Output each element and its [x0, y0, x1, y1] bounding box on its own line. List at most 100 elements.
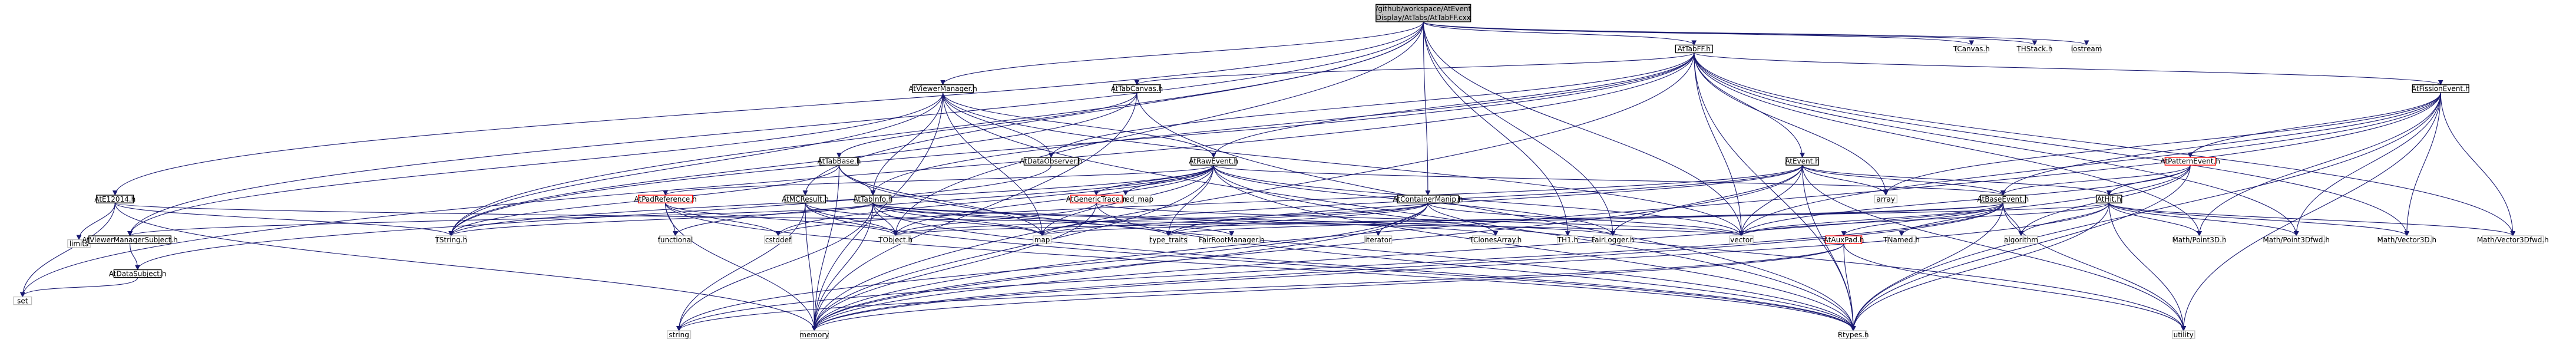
edge-root-to-tcanvas: [1423, 21, 1974, 46]
node-label: TClonesArray.h: [1469, 236, 1522, 244]
node-atauxpad[interactable]: AtAuxPad.h: [1824, 235, 1864, 244]
node-box: [854, 195, 892, 203]
node-limits: limits: [67, 239, 91, 248]
node-box: [2004, 235, 2038, 244]
node-label: AtTabCanvas.h: [1111, 85, 1163, 93]
edge-attabinfo-to-tstring: [448, 202, 874, 236]
node-label: TString.h: [435, 236, 468, 244]
edge-atauxpad-to-rtypes: [1843, 243, 1856, 331]
node-label: AtE12014.h: [94, 195, 135, 203]
edge-athit-to-utility: [2108, 203, 2187, 331]
edge-atfissionevent-to-mathpoint3d: [2197, 92, 2441, 236]
node-box: [912, 84, 974, 93]
node-atfissionevent[interactable]: AtFissionEvent.h: [2412, 84, 2470, 93]
edge-atcontainermanip-to-string: [676, 203, 1428, 331]
edge-atrawevent-to-memory: [812, 165, 1214, 331]
node-utility: utility: [2171, 330, 2195, 339]
node-athit[interactable]: AtHit.h: [2096, 195, 2122, 203]
edge-attabcanvas-to-tstring: [448, 92, 1137, 236]
node-cstddef: cstddef: [764, 235, 792, 244]
edge-atgenerictrace-to-vector: [1096, 202, 1744, 236]
node-atpadreference[interactable]: AtPadReference.h: [634, 195, 697, 203]
edge-atpadreference-to-rtypes: [665, 203, 1856, 331]
node-label: Math/Point3D.h: [2172, 236, 2226, 244]
edge-attabinfo-to-type_traits: [872, 202, 1171, 236]
edge-attabff-to-set: [20, 52, 1695, 298]
edge-atcontainermanip-to-tclonesarray: [1427, 203, 1499, 236]
node-tstring: TString.h: [435, 235, 468, 244]
node-mathvector3dfwd: Math/Vector3Dfwd.h: [2477, 235, 2549, 244]
node-box: [819, 157, 859, 166]
edge-atviewermanager-to-atdataobserver: [943, 92, 1054, 158]
dependency-nodes: /github/workspace/AtEventDisplay/AtTabs/…: [13, 4, 2549, 339]
node-atdatasubject[interactable]: AtDataSubject.h: [109, 269, 167, 278]
node-atviewermanagersubject[interactable]: AtViewerManagerSubject.h: [82, 235, 178, 244]
edge-attabff-to-rtypes: [1694, 52, 1856, 331]
edge-atevent-to-utility: [1802, 165, 2187, 331]
node-label: TH1.h: [1557, 236, 1578, 244]
edge-attabff-to-mathpoint3d: [1694, 52, 2202, 236]
edge-atrawevent-to-rtypes: [1213, 165, 1856, 331]
edge-atfissionevent-to-vector: [1738, 92, 2441, 236]
edge-atpadreference-to-memory: [665, 203, 817, 331]
node-label: functional: [658, 236, 693, 244]
node-label: FairRootManager.h: [1199, 236, 1265, 244]
edge-atgenerictrace-to-tobject: [892, 202, 1097, 236]
node-label: AtRawEvent.h: [1189, 157, 1238, 166]
node-box: [1956, 44, 1988, 54]
edge-atpatternevent-to-athit: [2106, 164, 2191, 196]
node-box: [1113, 84, 1161, 93]
edge-atevent-to-cstddef: [775, 164, 1803, 236]
node-ate12014[interactable]: AtE12014.h: [94, 195, 135, 203]
node-root[interactable]: /github/workspace/AtEventDisplay/AtTabs/…: [1375, 4, 1471, 22]
node-box: [1023, 157, 1079, 166]
edge-ate12014-to-set: [19, 203, 115, 298]
node-fairlogger: FairLogger.h: [1591, 235, 1634, 244]
node-label: iterator: [1365, 236, 1391, 244]
edge-atbaseevent-to-utility: [2002, 203, 2187, 331]
node-label: set: [17, 297, 28, 305]
node-box: [784, 195, 826, 203]
node-atviewermanager[interactable]: AtViewerManager.h: [908, 84, 977, 93]
node-box: [1033, 235, 1052, 244]
node-set: set: [13, 296, 32, 305]
node-label: AtTabInfo.h: [853, 195, 892, 203]
node-atmcresult[interactable]: AtMCResult.h: [782, 195, 829, 203]
node-atrawevent[interactable]: AtRawEvent.h: [1189, 157, 1238, 166]
edge-atviewermanager-to-rtypes: [943, 92, 1856, 331]
node-attabinfo[interactable]: AtTabInfo.h: [853, 195, 892, 203]
edge-attabinfo-to-rtypes: [872, 203, 1856, 331]
node-atevent[interactable]: AtEvent.h: [1785, 157, 1820, 166]
edge-attabff-to-tstring: [448, 52, 1695, 236]
edge-atbaseevent-to-rtypes: [1850, 203, 2003, 331]
node-attabbase[interactable]: AtTabBase.h: [818, 157, 861, 166]
edge-atgenerictrace-to-memory: [812, 203, 1097, 331]
node-atbaseevent[interactable]: AtBaseEvent.h: [1978, 195, 2029, 203]
node-box: [2171, 330, 2195, 339]
edge-atauxpad-to-string: [676, 243, 1844, 331]
node-label: cstddef: [765, 236, 792, 244]
node-label: AtDataObserver.h: [1020, 157, 1083, 166]
edge-root-to-atmcresult: [802, 21, 1424, 196]
edge-atevent-to-fairlogger: [1610, 165, 1803, 236]
node-label: algorithm: [2004, 236, 2038, 244]
node-label: AtPadReference.h: [634, 195, 697, 203]
edge-atauxpad-to-utility: [1843, 243, 2187, 331]
node-label: AtBaseEvent.h: [1978, 195, 2029, 203]
edge-atmcresult-to-map: [805, 202, 1045, 236]
node-atdataobserver[interactable]: AtDataObserver.h: [1020, 157, 1083, 166]
edge-atfissionevent-to-mathpoint3dfwd: [2293, 92, 2441, 236]
edge-attabff-to-atrawevent: [1211, 52, 1695, 158]
node-th1: TH1.h: [1557, 235, 1578, 244]
node-atpatternevent[interactable]: AtPatternEvent.h: [2160, 157, 2220, 166]
node-attabcanvas[interactable]: AtTabCanvas.h: [1111, 84, 1163, 93]
node-atcontainermanip[interactable]: AtContainerManip.h: [1393, 195, 1463, 203]
node-box: [1375, 4, 1471, 22]
node-box: [1825, 235, 1863, 244]
node-label: AtGenericTrace.h: [1066, 195, 1127, 203]
node-attabff[interactable]: AtTabFF.h: [1675, 44, 1713, 54]
node-label: AtViewerManager.h: [908, 85, 977, 93]
node-box: [2096, 195, 2122, 203]
node-atgenerictrace[interactable]: AtGenericTrace.h: [1066, 195, 1127, 203]
